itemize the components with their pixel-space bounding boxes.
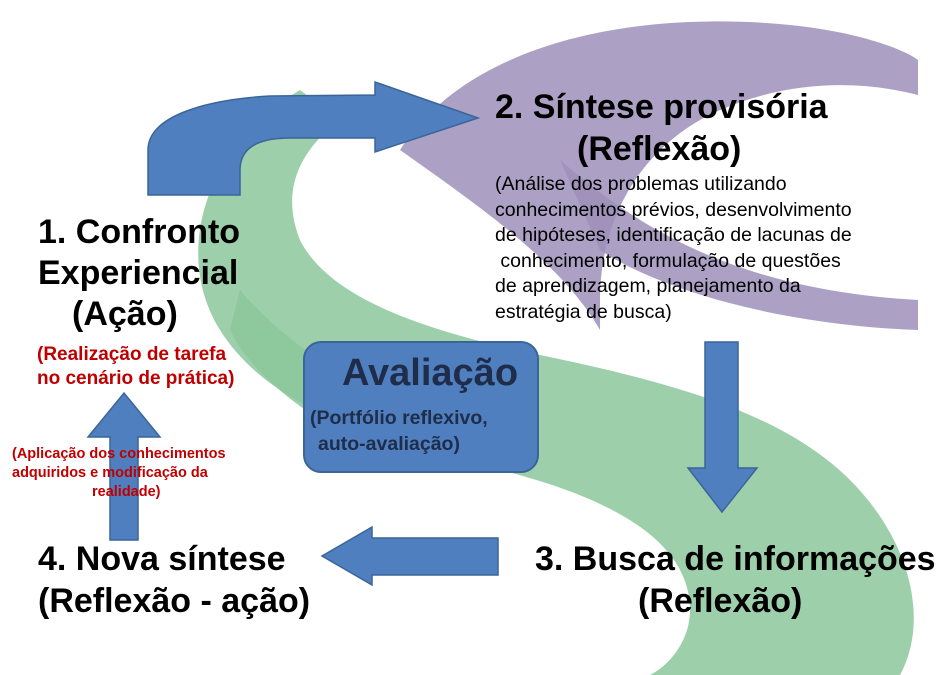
step2-line2: (Reflexão): [577, 130, 742, 168]
step2-note-line: (Análise dos problemas utilizando: [495, 173, 787, 195]
step4-title: 4. Nova síntese (Reflexão - ação): [38, 538, 310, 622]
step2-line1: 2. Síntese provisória: [495, 88, 828, 126]
step1-note: (Realização de tarefa no cenário de prát…: [37, 343, 234, 391]
application-note: (Aplicação dos conhecimentos adquiridos …: [12, 445, 226, 502]
step1-note-line2: no cenário de prática): [37, 368, 235, 389]
step2-note-line: de hipóteses, identificação de lacunas d…: [495, 224, 852, 246]
step4-line2: (Reflexão - ação): [38, 582, 311, 620]
s-band-purple: [400, 21, 918, 330]
evaluation-title: Avaliação: [342, 352, 519, 394]
step4-line1: 4. Nova síntese: [38, 540, 286, 578]
step1-line2: Experiencial: [38, 254, 239, 292]
step3-line1: 3. Busca de informações: [535, 540, 936, 578]
down-arrow-to-step3: [686, 341, 759, 514]
application-note-line2: adquiridos e modificação da: [12, 465, 208, 481]
step2-note: (Análise dos problemas utilizando conhec…: [495, 172, 915, 325]
evaluation-box: [303, 341, 539, 473]
left-arrow-to-step4: [320, 525, 499, 587]
evaluation-subtitle: (Portfólio reflexivo, auto-avaliação): [310, 405, 488, 457]
evaluation-sub-line2: auto-avaliação): [318, 433, 460, 455]
curved-arrow-to-step2: [147, 80, 481, 196]
step2-note-line: conhecimentos prévios, desenvolvimento: [495, 198, 852, 221]
step1-note-line1: (Realização de tarefa: [37, 344, 227, 365]
application-note-line3: realidade): [92, 484, 161, 500]
step3-line2: (Reflexão): [638, 582, 803, 620]
step2-note-line: de aprendizagem, planejamento da: [495, 275, 801, 297]
step1-title: 1. Confronto Experiencial (Ação): [38, 212, 240, 335]
s-band-purple-lower: [560, 160, 918, 330]
step1-line1: 1. Confronto: [38, 213, 241, 251]
up-arrow-to-step1: [86, 391, 162, 541]
step2-title: 2. Síntese provisória (Reflexão): [495, 86, 828, 170]
step3-title: 3. Busca de informações (Reflexão): [535, 538, 936, 622]
step2-note-line: conhecimento, formulação de questões: [495, 249, 841, 272]
evaluation-sub-line1: (Portfólio reflexivo,: [310, 407, 488, 429]
step2-note-line: estratégia de busca): [495, 300, 672, 323]
s-band-green: [198, 90, 914, 675]
step1-line3: (Ação): [72, 295, 178, 333]
application-note-line1: (Aplicação dos conhecimentos: [12, 446, 226, 462]
